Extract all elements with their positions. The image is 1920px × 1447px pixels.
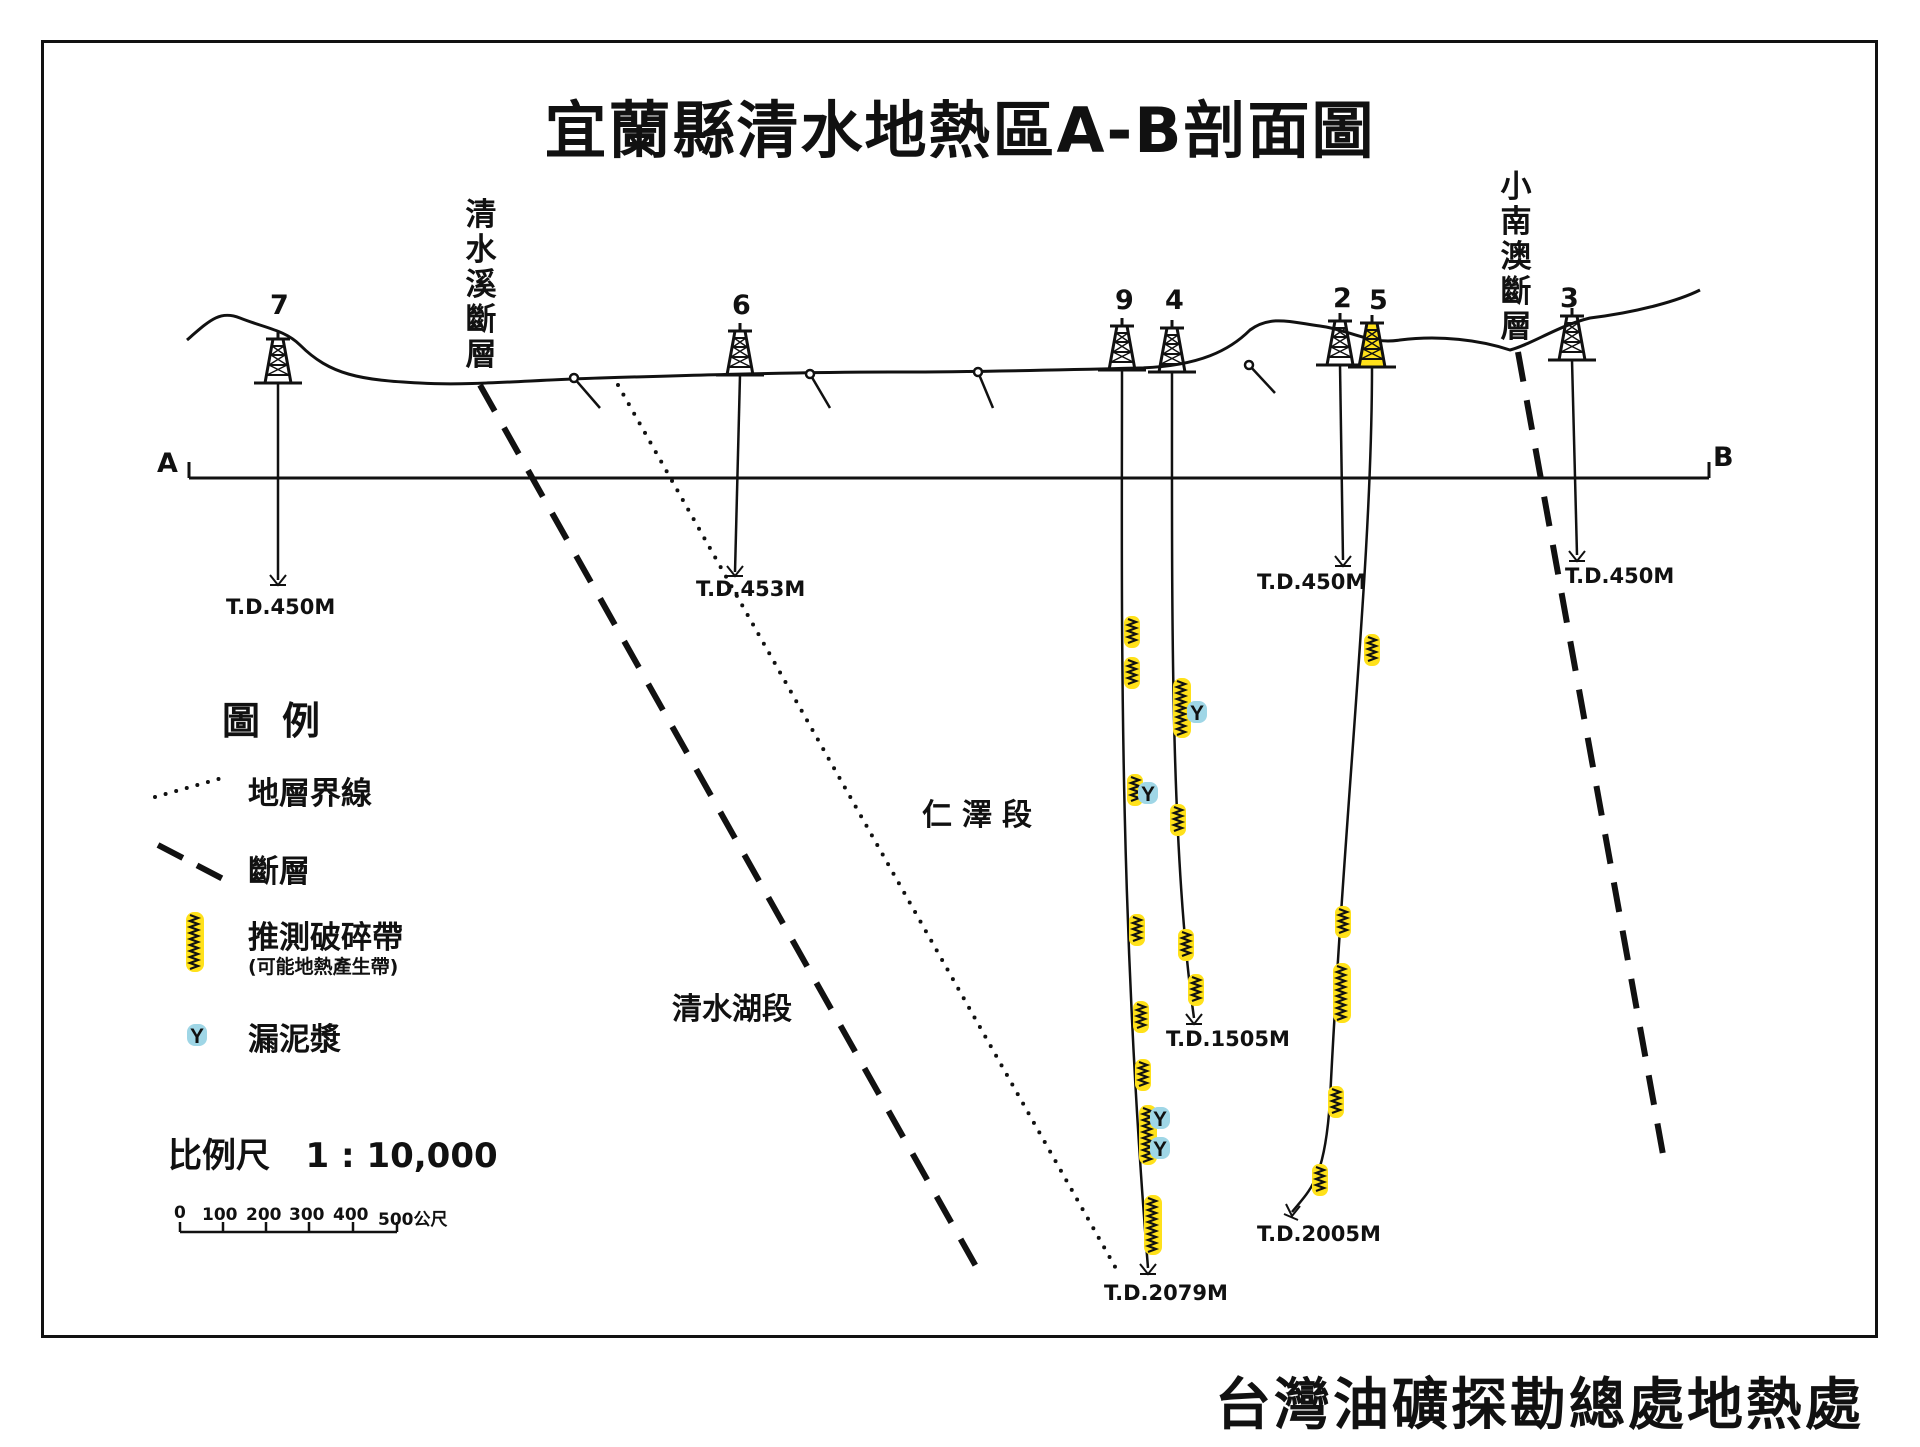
scale-tick-0: 0: [174, 1203, 186, 1223]
ground-surface: [186, 288, 1701, 386]
well-7-td: T.D.450M: [226, 595, 336, 619]
scale-tick-400: 400: [333, 1205, 369, 1225]
legend-label-boundary: 地層界線: [248, 776, 372, 812]
well-5-number: 5: [1369, 285, 1388, 316]
scale-tick-500: 500公尺: [378, 1210, 448, 1230]
well-9: [1096, 316, 1157, 1276]
xiaonanao-fault-line: [1515, 351, 1667, 1161]
xiaonanao-fault-label: 小南澳斷層: [1500, 169, 1532, 345]
section-end-b: B: [1713, 442, 1734, 473]
well-9-number: 9: [1115, 285, 1134, 316]
mud-loss-markers: [1138, 701, 1207, 1161]
publisher-credit: 台灣油礦探勘總處地熱處: [1215, 1373, 1864, 1438]
well-3-number: 3: [1560, 283, 1579, 314]
legend-sublabel-fracture: (可能地熱產生帶): [248, 956, 399, 978]
well-9-td: T.D.2079M: [1104, 1281, 1228, 1305]
dotted-line-icon: [153, 776, 224, 799]
section-line-ab: [187, 462, 1711, 480]
scale-tick-300: 300: [289, 1205, 325, 1225]
legend-label-fault: 斷層: [248, 854, 310, 890]
well-7-number: 7: [270, 290, 289, 321]
scale-tick-100: 100: [202, 1205, 238, 1225]
dip-markers: [568, 359, 1276, 409]
well-7: [252, 329, 304, 587]
qingshuihu-formation-label: 清水湖段: [672, 992, 792, 1027]
scale-ratio: 1 : 10,000: [305, 1136, 498, 1176]
formation-boundary-line: [616, 383, 1120, 1274]
well-2-td: T.D.450M: [1257, 570, 1367, 594]
well-6-number: 6: [732, 290, 751, 321]
mud-loss-icon: [187, 1024, 207, 1048]
dashed-line-icon: [156, 842, 227, 883]
qingshuixi-fault-label: 清水溪斷層: [465, 197, 497, 373]
qingshuixi-fault-line: [477, 383, 981, 1272]
figure-frame: [41, 40, 1878, 1338]
renze-formation-label: 仁澤段: [922, 798, 1042, 833]
legend-label-fracture: 推測破碎帶: [248, 920, 403, 956]
well-2-number: 2: [1333, 283, 1352, 314]
well-5: [1283, 315, 1396, 1221]
well-4: [1146, 318, 1203, 1026]
legend-label-mud-loss: 漏泥漿: [248, 1022, 341, 1058]
well-3: [1546, 306, 1598, 563]
well-4-td: T.D.1505M: [1166, 1027, 1290, 1051]
scale-bar: [178, 1222, 399, 1234]
legend-symbols: [153, 776, 227, 1048]
section-end-a: A: [157, 448, 178, 479]
scale-label: 比例尺 1 : 10,000: [168, 1136, 498, 1176]
fracture-zone-icon: [184, 910, 206, 974]
legend-title: 圖例: [222, 699, 343, 743]
well-6-td: T.D.453M: [696, 577, 806, 601]
well-5-td: T.D.2005M: [1257, 1222, 1381, 1246]
well-2: [1314, 311, 1366, 568]
well-3-td: T.D.450M: [1565, 564, 1675, 588]
well-4-number: 4: [1165, 285, 1184, 316]
scale-tick-200: 200: [246, 1205, 282, 1225]
well-6: [714, 321, 766, 578]
page-title: 宜蘭縣清水地熱區A-B剖面圖: [544, 94, 1376, 167]
